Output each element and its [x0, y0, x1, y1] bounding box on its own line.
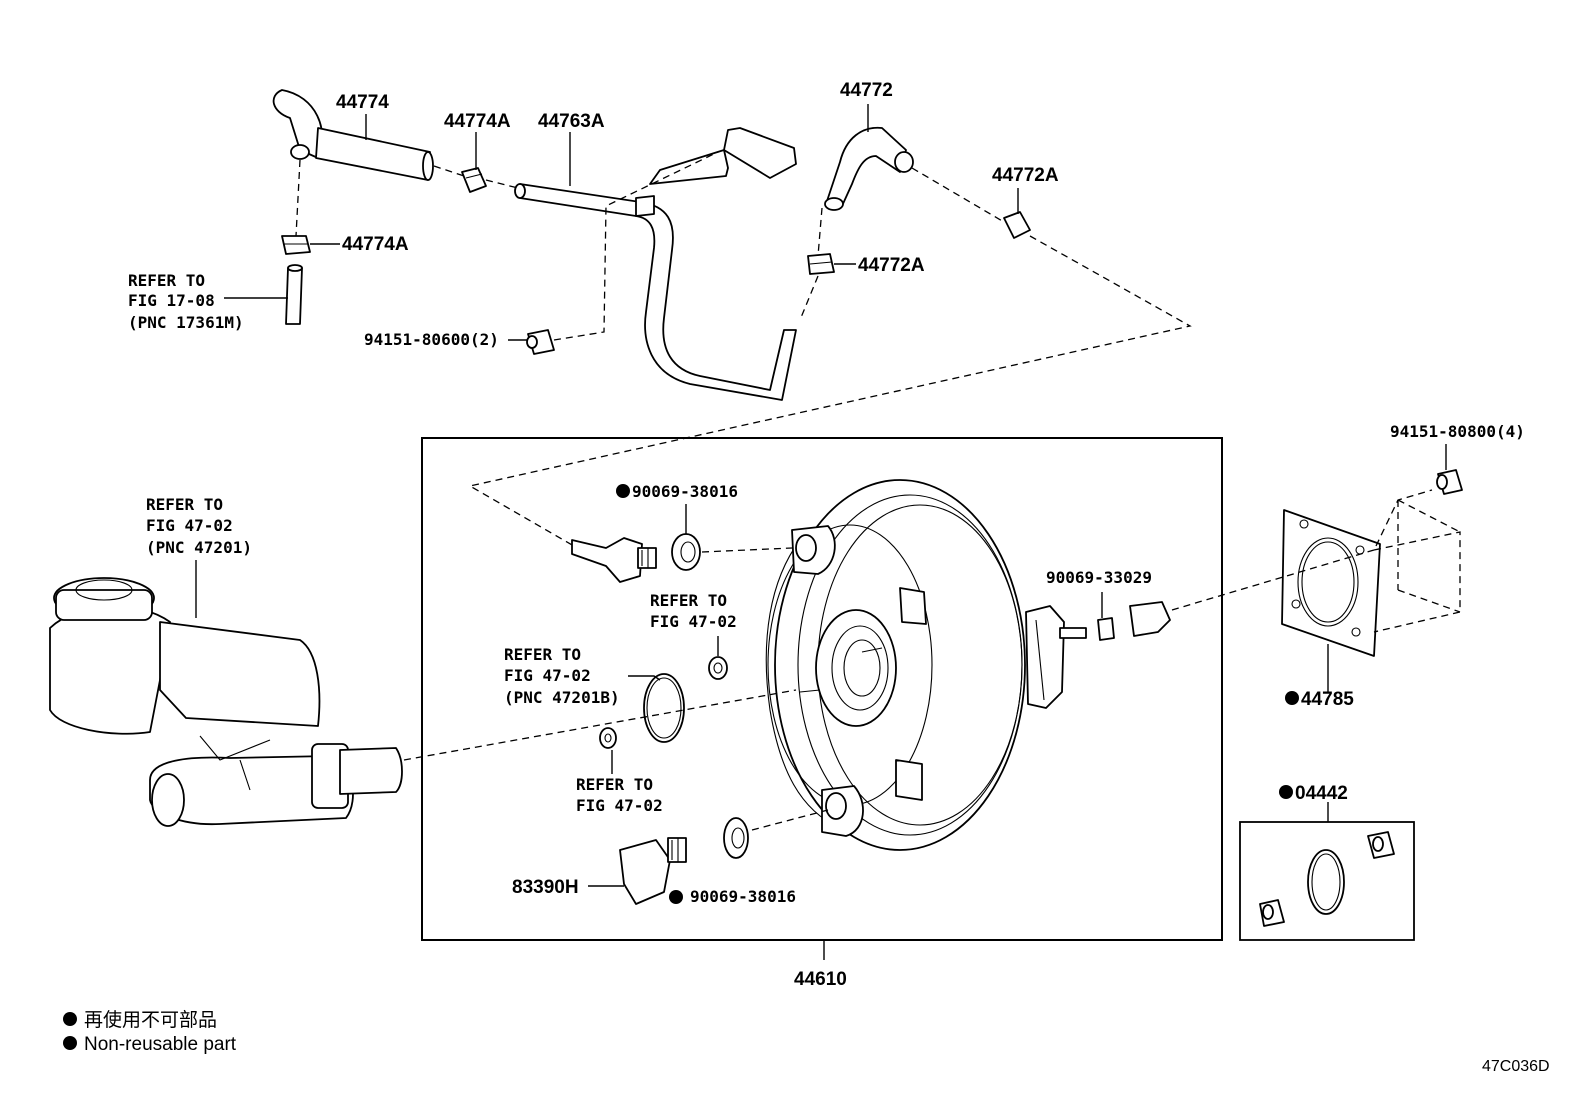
kit-04442-box — [1239, 821, 1415, 941]
non-reusable-bullet-icon — [63, 1012, 77, 1026]
ref-fig-47-02-upper: REFER TO FIG 47-02 — [650, 591, 737, 631]
master-cylinder — [49, 560, 403, 827]
label-90069-38016-bottom: 90069-38016 — [690, 887, 796, 906]
label-44774A-top: 44774A — [444, 111, 511, 132]
hose-44772 — [824, 104, 914, 211]
pin-90069-33029 — [1097, 592, 1115, 641]
ref-fig-47-02-oring: REFER TO FIG 47-02 (PNC 47201B) — [504, 645, 620, 707]
svg-text:(PNC 47201): (PNC 47201) — [146, 538, 252, 557]
label-44772A-right: 44772A — [992, 165, 1059, 186]
label-44763A: 44763A — [538, 111, 605, 132]
legend-english: Non-reusable part — [84, 1034, 237, 1055]
svg-text:(PNC 17361M): (PNC 17361M) — [128, 313, 244, 332]
svg-text:FIG 47-02: FIG 47-02 — [146, 516, 233, 535]
brake-booster-44610 — [765, 479, 1087, 851]
non-reusable-bullet-icon — [1285, 691, 1299, 705]
clamp-44772A-mid — [807, 253, 856, 275]
non-reusable-bullet-icon — [63, 1036, 77, 1050]
non-reusable-bullet-icon — [616, 484, 630, 498]
svg-text:FIG 17-08: FIG 17-08 — [128, 291, 215, 310]
ref-fig-47-02-master: REFER TO FIG 47-02 (PNC 47201) — [146, 495, 252, 557]
clip-fig-47-02-upper — [708, 636, 728, 680]
pipe-44763A — [514, 127, 797, 401]
gasket-44785 — [1281, 509, 1381, 692]
label-44774: 44774 — [336, 92, 389, 113]
grommet-90069-38016-bottom — [723, 817, 749, 859]
svg-text:(PNC 47201B): (PNC 47201B) — [504, 688, 620, 707]
clamp-44774A-lower — [281, 235, 340, 255]
clip-fig-47-02-lower — [599, 727, 617, 774]
label-94151-80800: 94151-80800(4) — [1390, 422, 1525, 441]
legend: 再使用不可部品 Non-reusable part — [63, 1009, 237, 1055]
ref-fig-17-08: REFER TO FIG 17-08 (PNC 17361M) — [128, 271, 244, 332]
label-83390H: 83390H — [512, 877, 579, 898]
bracket-clip — [1129, 601, 1171, 637]
booster-assembly-box — [421, 437, 1223, 941]
ref-fig-47-02-lower: REFER TO FIG 47-02 — [576, 775, 663, 815]
svg-text:REFER TO: REFER TO — [576, 775, 653, 794]
svg-text:REFER TO: REFER TO — [128, 271, 205, 290]
label-44772: 44772 — [840, 80, 893, 101]
svg-text:FIG 47-02: FIG 47-02 — [650, 612, 737, 631]
svg-text:FIG 47-02: FIG 47-02 — [504, 666, 591, 685]
label-94151-80600: 94151-80600(2) — [364, 330, 499, 349]
nut-94151-80600 — [508, 329, 555, 355]
non-reusable-bullet-icon — [1279, 785, 1293, 799]
label-44772A-mid: 44772A — [858, 255, 925, 276]
pipe-fig-17-08 — [224, 264, 303, 325]
diagram-code: 47C036D — [1482, 1058, 1550, 1075]
label-90069-38016-top: 90069-38016 — [632, 482, 738, 501]
hose-44774 — [272, 89, 434, 181]
svg-text:REFER TO: REFER TO — [146, 495, 223, 514]
o-ring — [628, 673, 685, 743]
clamp-44772A-right — [1003, 188, 1031, 239]
clamp-44774A-top — [461, 132, 487, 193]
kit-04442-parts — [1259, 831, 1395, 927]
grommet-90069-38016-top — [671, 504, 701, 571]
svg-text:REFER TO: REFER TO — [650, 591, 727, 610]
vacuum-sensor-83390H — [588, 837, 687, 905]
label-44774A-lower: 44774A — [342, 234, 409, 255]
label-90069-33029: 90069-33029 — [1046, 568, 1152, 587]
svg-text:REFER TO: REFER TO — [504, 645, 581, 664]
check-valve — [571, 537, 657, 583]
legend-japanese: 再使用不可部品 — [84, 1009, 217, 1031]
label-44610: 44610 — [794, 969, 847, 990]
svg-text:FIG 47-02: FIG 47-02 — [576, 796, 663, 815]
non-reusable-bullet-icon — [669, 890, 683, 904]
label-04442: 04442 — [1295, 783, 1348, 804]
nut-94151-80800 — [1436, 444, 1463, 495]
label-44785: 44785 — [1301, 689, 1354, 710]
